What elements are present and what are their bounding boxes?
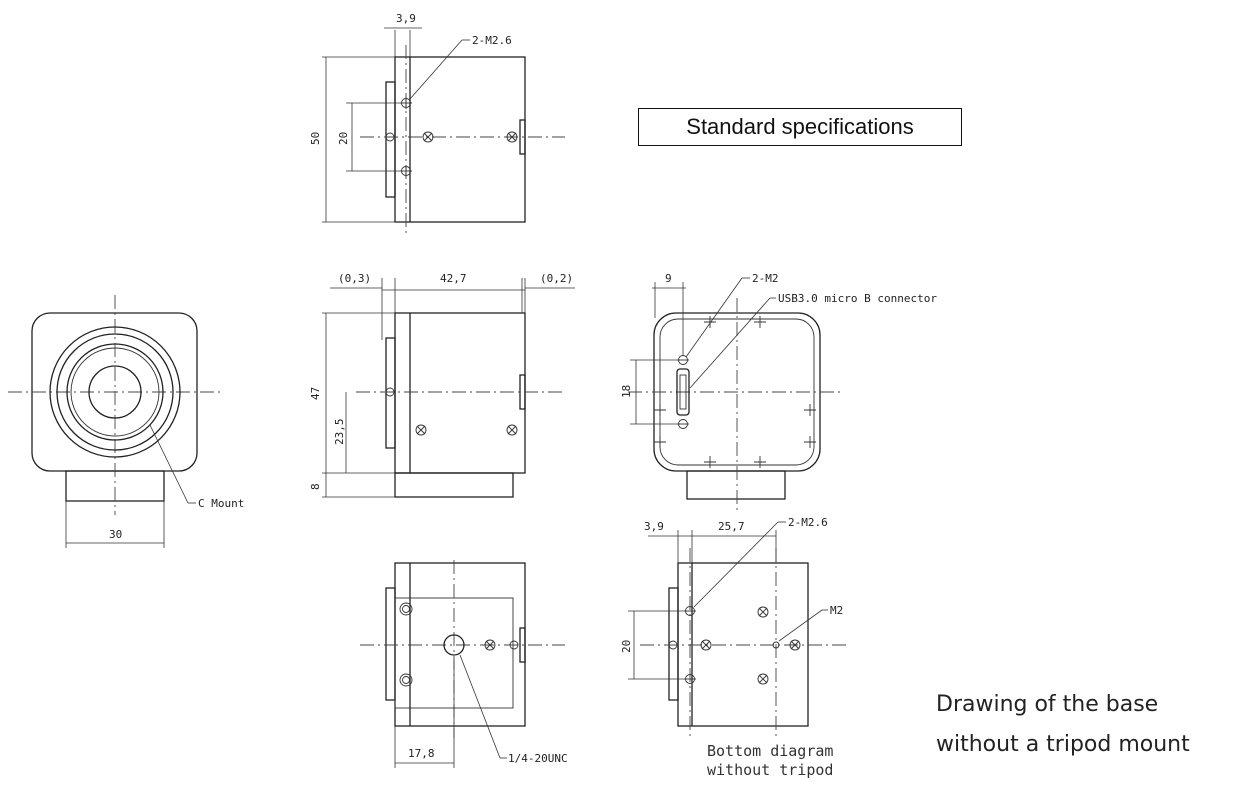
screw-hole-icon <box>399 602 519 687</box>
label-top-m26: 2-M2.6 <box>472 34 512 47</box>
label-usb-connector: USB3.0 micro B connector <box>778 292 937 305</box>
label-m2-pair: 2-M2 <box>752 272 779 285</box>
diagram-note-line1: Bottom diagram <box>707 742 833 760</box>
caption-line1: Drawing of the base <box>936 692 1159 717</box>
dim-bottom-offset: 3,9 <box>644 520 664 533</box>
rear-view <box>628 277 842 512</box>
label-m2-single: M2 <box>830 604 843 617</box>
dim-top-height: 50 <box>309 132 322 145</box>
usb-connector-icon <box>676 368 690 416</box>
top-view <box>322 27 565 235</box>
base-view <box>360 560 565 768</box>
dim-side-center: 23,5 <box>333 419 346 446</box>
dim-bottom-span: 25,7 <box>718 520 745 533</box>
caption-line2: without a tripod mount <box>936 732 1190 757</box>
diagram-note-line2: without tripod <box>707 761 833 779</box>
screw-hole-icon <box>385 387 518 436</box>
side-view <box>322 278 575 498</box>
label-bottom-m26: 2-M2.6 <box>788 516 828 529</box>
dim-side-base: 8 <box>309 483 322 490</box>
bottom-view <box>628 521 848 738</box>
dim-top-inner: 20 <box>337 132 350 145</box>
spec-label: Standard specifications <box>686 114 914 139</box>
dim-front-mount-width: 30 <box>109 528 122 541</box>
dim-side-right-gap: (0,2) <box>540 272 573 285</box>
caption: Drawing of the base without a tripod mou… <box>936 685 1236 765</box>
dim-side-length: 42,7 <box>440 272 467 285</box>
cross-mark-icon <box>654 316 816 468</box>
dim-bottom-inner: 20 <box>620 640 633 653</box>
spec-label-box: Standard specifications <box>638 108 962 146</box>
screw-hole-icon <box>385 97 518 177</box>
c-mount-lens-icon <box>49 326 181 458</box>
dim-side-height: 47 <box>309 387 322 400</box>
label-c-mount: C Mount <box>198 497 244 510</box>
threaded-hole-icon <box>443 634 465 656</box>
dim-rear-offset: 9 <box>665 272 672 285</box>
dim-base-offset: 17,8 <box>408 747 435 760</box>
dim-side-left-gap: (0,3) <box>338 272 371 285</box>
dim-rear-span: 18 <box>620 385 633 398</box>
label-unc-thread: 1/4-20UNC <box>508 752 568 765</box>
dim-top-offset: 3,9 <box>396 12 416 25</box>
front-view <box>8 295 222 548</box>
screw-hole-icon <box>668 606 801 685</box>
